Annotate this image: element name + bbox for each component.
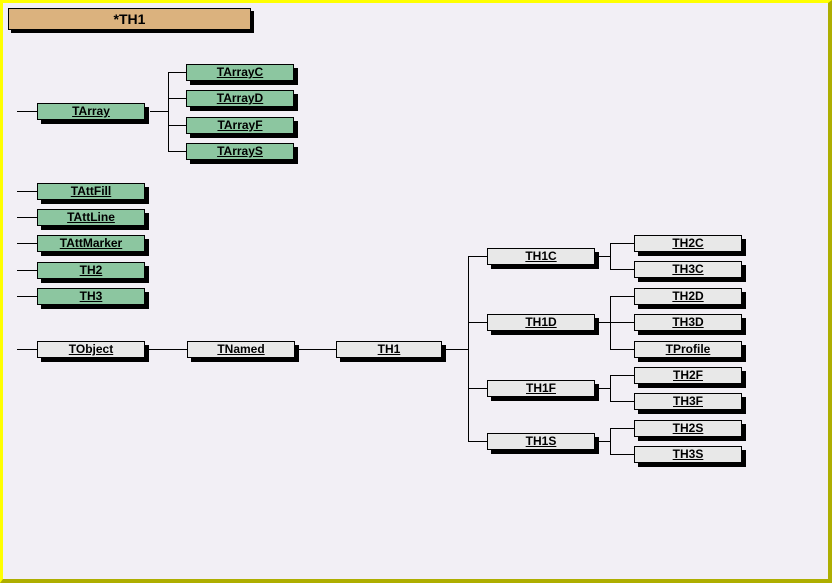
class-box-tattmarker[interactable]: TAttMarker [37,235,145,252]
connector-line [17,111,37,112]
connector-line [610,375,634,376]
connector-line [610,401,634,402]
connector-line [168,72,186,73]
diagram-title-box: *TH1 [8,8,251,30]
connector-line [610,243,634,244]
connector-line [168,98,186,99]
connector-line [595,388,610,389]
class-box-tnamed[interactable]: TNamed [187,341,295,358]
connector-line [610,428,611,455]
connector-line [468,256,487,257]
class-box-th1f[interactable]: TH1F [487,380,595,397]
class-box-tattfill[interactable]: TAttFill [37,183,145,200]
class-box-tprofile[interactable]: TProfile [634,341,742,358]
connector-line [168,151,186,152]
connector-line [610,322,634,323]
class-box-tarrayd[interactable]: TArrayD [186,90,294,107]
class-box-tarray[interactable]: TArray [37,103,145,120]
connector-line [17,349,37,350]
connector-line [442,349,468,350]
class-box-tobject[interactable]: TObject [37,341,145,358]
connector-line [610,349,634,350]
class-box-th1d[interactable]: TH1D [487,314,595,331]
class-box-th3c[interactable]: TH3C [634,261,742,278]
connector-line [168,72,169,152]
connector-line [17,296,37,297]
class-box-th3[interactable]: TH3 [37,288,145,305]
connector-line [168,125,186,126]
connector-line [610,296,634,297]
connector-line [17,191,37,192]
class-box-tarrays[interactable]: TArrayS [186,143,294,160]
connector-line [610,454,634,455]
class-box-th3d[interactable]: TH3D [634,314,742,331]
connector-line [295,349,336,350]
connector-line [610,375,611,402]
class-box-th1s[interactable]: TH1S [487,433,595,450]
connector-line [610,428,634,429]
class-box-th3s[interactable]: TH3S [634,446,742,463]
connector-line [17,270,37,271]
class-box-tattline[interactable]: TAttLine [37,209,145,226]
connector-line [610,269,634,270]
connector-line [595,322,610,323]
class-box-th2f[interactable]: TH2F [634,367,742,384]
class-box-th2[interactable]: TH2 [37,262,145,279]
connector-line [610,243,611,270]
connector-line [468,388,487,389]
class-box-tarrayc[interactable]: TArrayC [186,64,294,81]
connector-line [595,441,610,442]
class-box-tarrayf[interactable]: TArrayF [186,117,294,134]
class-box-th3f[interactable]: TH3F [634,393,742,410]
connector-line [145,349,187,350]
connector-line [468,256,469,442]
connector-line [468,441,487,442]
connector-line [468,322,487,323]
class-box-th1[interactable]: TH1 [336,341,442,358]
connector-line [17,243,37,244]
class-box-th1c[interactable]: TH1C [487,248,595,265]
class-box-th2c[interactable]: TH2C [634,235,742,252]
connector-line [595,256,610,257]
class-box-th2s[interactable]: TH2S [634,420,742,437]
connector-line [17,217,37,218]
class-box-th2d[interactable]: TH2D [634,288,742,305]
connector-line [150,111,168,112]
connector-line [610,296,611,350]
